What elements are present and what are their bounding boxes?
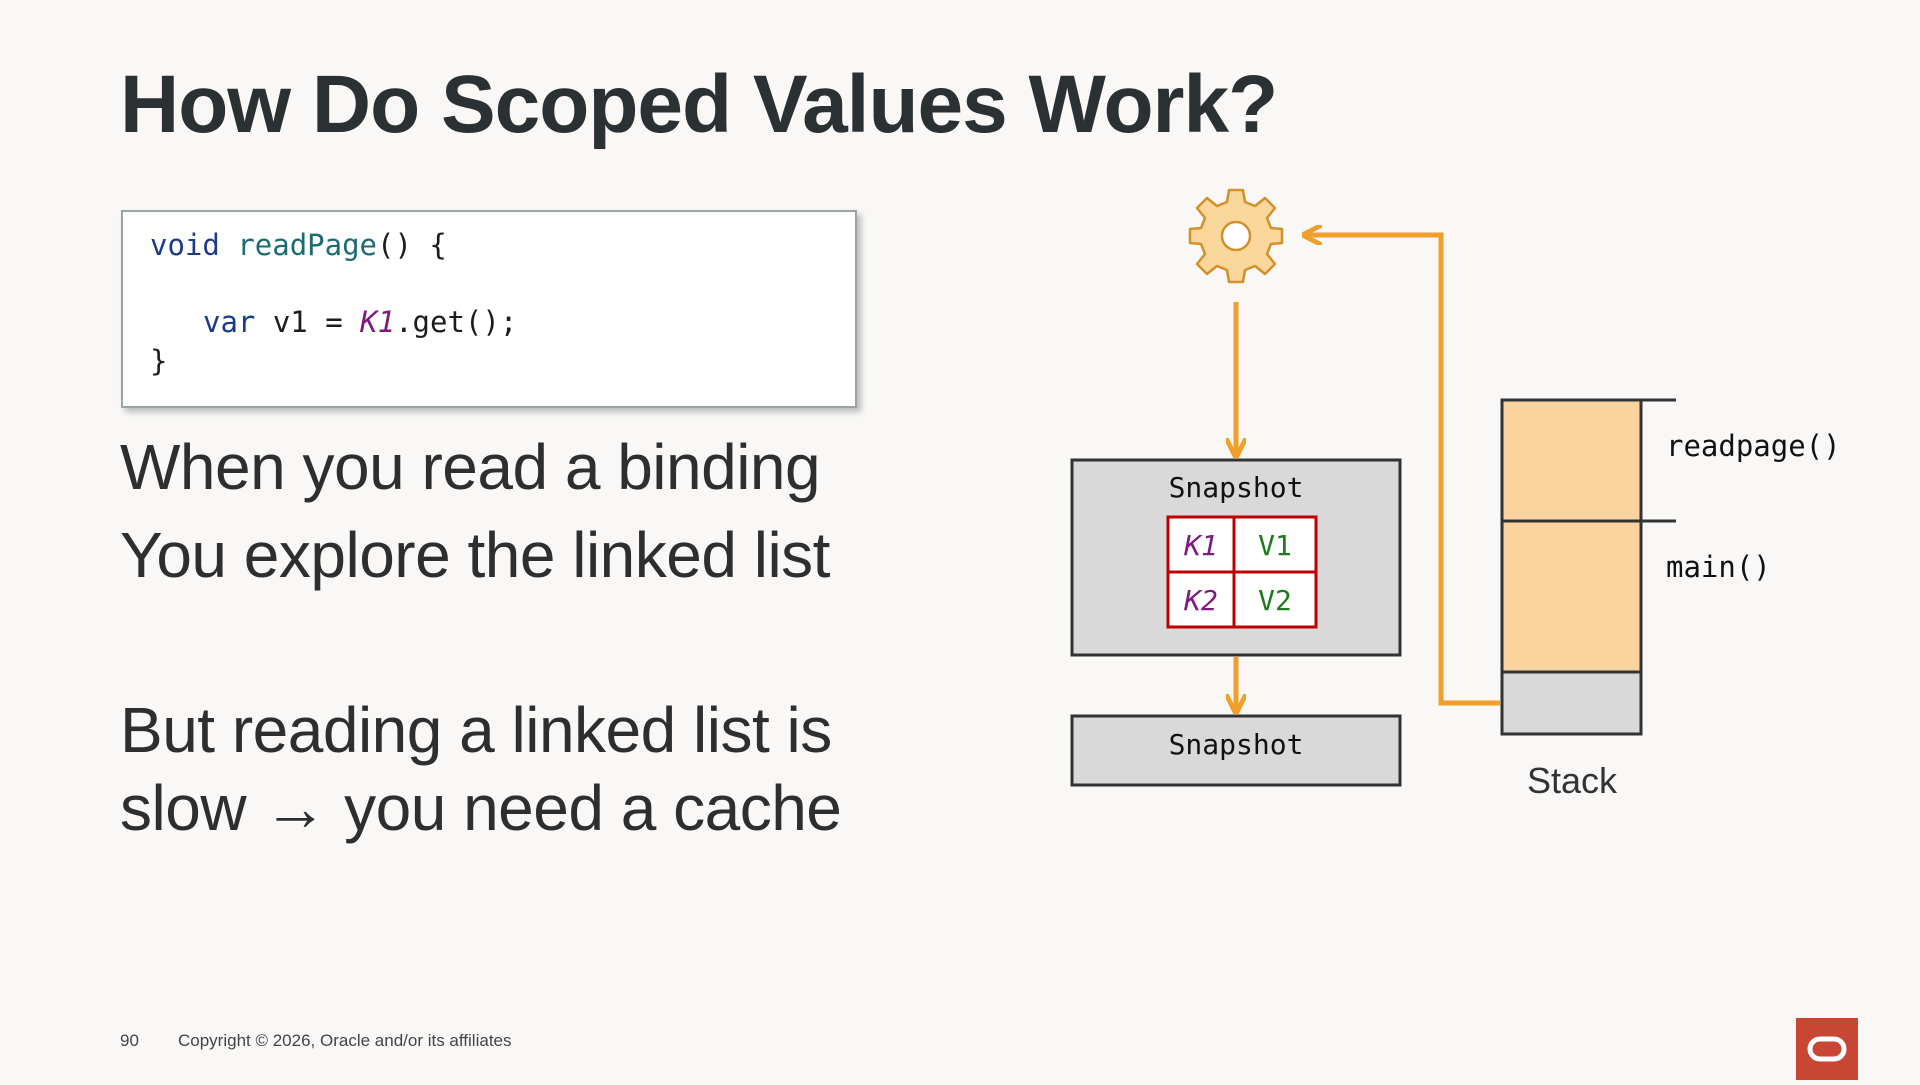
stack-frame-readpage [1500, 398, 1643, 523]
snapshot-top-label: Snapshot [1169, 471, 1304, 504]
call-stack: readpage() main() Stack [1500, 398, 1841, 801]
code-text: .get(); [395, 305, 518, 339]
frame-label-readpage: readpage() [1666, 429, 1841, 463]
oracle-logo-icon [1807, 1036, 1847, 1062]
table-key: K2 [1183, 584, 1218, 617]
page-number: 90 [120, 1031, 139, 1050]
code-text: () { [377, 228, 447, 262]
table-key: K1 [1183, 529, 1218, 562]
arrow-stack-to-gear [1306, 235, 1500, 706]
stack-label: Stack [1527, 760, 1618, 801]
body-line-1: When you read a binding [120, 431, 821, 503]
code-line-3: } [150, 344, 168, 378]
code-keyword: var [203, 305, 256, 339]
copyright-text: Copyright © 2026, Oracle and/or its affi… [178, 1031, 512, 1050]
code-keyword: void [150, 228, 220, 262]
oracle-logo [1796, 1018, 1858, 1080]
frame-label-main: main() [1666, 550, 1771, 584]
body-line-2: You explore the linked list [120, 519, 830, 591]
slide-title: How Do Scoped Values Work? [120, 59, 1278, 150]
binding-table: K1 V1 K2 V2 [1166, 515, 1318, 629]
code-scoped-key: K1 [360, 305, 396, 339]
stack-frame-main [1500, 519, 1643, 674]
table-value: V1 [1258, 529, 1292, 562]
code-line-2: var v1 = K1.get(); [203, 305, 517, 339]
stack-frame-empty [1500, 670, 1643, 736]
gear-icon [1188, 188, 1284, 284]
code-line-1: void readPage() { [150, 228, 447, 262]
code-method-name: readPage [237, 228, 377, 262]
snapshot-bottom-label: Snapshot [1169, 728, 1304, 761]
table-value: V2 [1258, 584, 1292, 617]
body-line-3: But reading a linked list is [120, 694, 832, 766]
snapshot-box-bottom [1070, 714, 1402, 787]
code-text: v1 = [255, 305, 361, 339]
body-line-4: slow → you need a cache [120, 772, 842, 844]
code-snippet: void readPage() { var v1 = K1.get(); } [121, 210, 857, 408]
